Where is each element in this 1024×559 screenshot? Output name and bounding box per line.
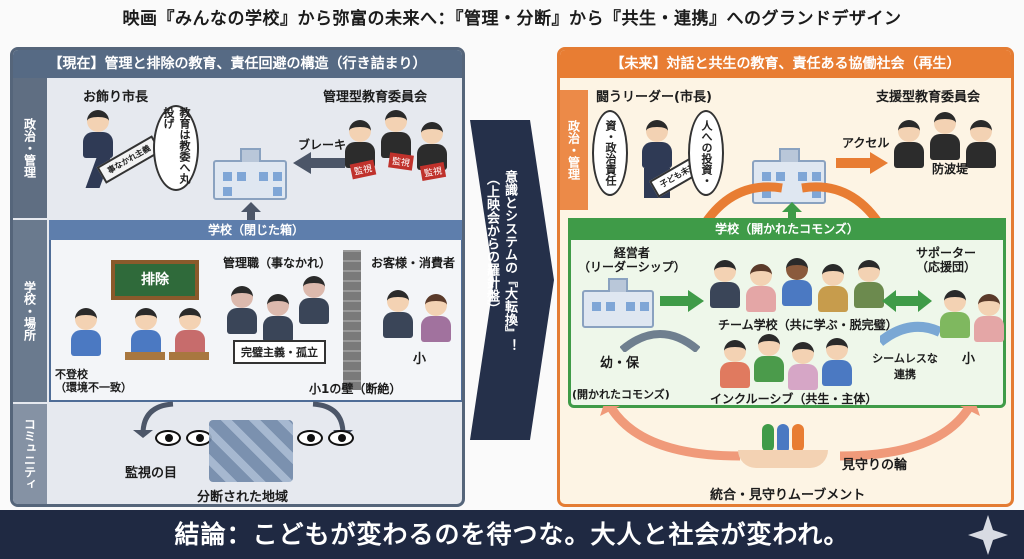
team-school-label: チーム学校（共に学ぶ・脱完璧）: [718, 318, 898, 332]
running-mayor-figure: [83, 110, 113, 188]
manager-label: 管理職（事なかれ）: [223, 256, 332, 270]
side-label-governance-future: 政治・管理: [560, 90, 588, 210]
supporter-figure-1: [940, 290, 970, 338]
green-up-arrow-icon: [782, 202, 802, 220]
control-board-label: 管理型教育委員会: [323, 90, 428, 105]
closed-school-building-icon: [213, 148, 287, 200]
current-header: 【現在】管理と排除の教育、責任回避の構造（行き詰まり）: [13, 50, 462, 78]
accelerator-label: アクセル: [842, 136, 890, 150]
transformation-subtext: （上映会からの羅針盤）: [484, 172, 499, 315]
side-community-text: コミュニティ: [22, 418, 37, 490]
future-header: 【未来】対話と共生の教育、責任ある協働社会（再生）: [560, 50, 1011, 78]
brake-arrow-icon: [293, 152, 345, 174]
open-commons-label: (開かれたコモンズ): [572, 388, 670, 401]
support-member-1: [894, 120, 924, 168]
perfectionism-tag: 完璧主義・孤立: [233, 340, 326, 364]
mayor-speech-text: 教育は教委へ丸投げ: [162, 107, 191, 184]
child-figure-2: [754, 334, 784, 382]
integration-movement-label: 統合・見守りムーブメント: [710, 488, 866, 503]
transformation-text: 意識とシステムの『大転換』！: [502, 170, 517, 352]
breakwater-label: 防波堤: [932, 162, 969, 176]
supporter-double-arrow-icon: [882, 290, 932, 312]
watching-eyes-right-icon: [297, 430, 357, 454]
future-panel: 【未来】対話と共生の教育、責任ある協働社会（再生） 政治・管理 闘うリーダー(市…: [557, 47, 1014, 507]
brick-wall: [343, 250, 361, 390]
leader-label: 闘うリーダー(市長): [596, 90, 712, 105]
brake-label: ブレーキ: [298, 138, 347, 152]
desk-1: [125, 352, 165, 360]
side-governance-text: 政治・管理: [22, 118, 37, 178]
sho-label-right: 小: [962, 352, 976, 367]
side-governance-future-text: 政治・管理: [566, 120, 581, 180]
side-label-community: コミュニティ: [13, 404, 47, 504]
leader-bubble-right: 人への投資・: [688, 110, 724, 196]
board-member-2: [381, 110, 411, 158]
sho-label-left: 小: [413, 352, 427, 367]
team-member-5: [854, 260, 884, 308]
team-arrow-icon: [660, 290, 704, 312]
leader-bubble-right-text: 人への投資・: [700, 120, 713, 186]
current-panel: 【現在】管理と排除の教育、責任回避の構造（行き詰まり） 政治・管理 学校・場所 …: [10, 47, 465, 507]
futoko-label: 不登校 （環境不一致）: [55, 368, 132, 394]
customer-label: お客様・消費者: [371, 256, 456, 270]
bridge-icon: [620, 330, 700, 352]
child-figure-3: [822, 338, 852, 386]
surveillance-stamp-1: 監視: [349, 159, 377, 180]
wheelchair-child-figure: [788, 342, 818, 390]
up-arrow-icon: [241, 202, 261, 220]
child-figure-1: [720, 340, 750, 388]
watch-circle-label: 見守りの輪: [842, 458, 908, 473]
page-title: 映画『みんなの学校』から弥富の未来へ：『管理・分断』から『共生・連携』へのグラン…: [122, 9, 902, 29]
parent-figure-2: [421, 294, 451, 342]
surveillance-stamp-3: 監視: [419, 162, 447, 181]
conclusion-bar: 結論：こどもが変わるのを待つな。大人と社会が変われ。: [0, 510, 1024, 559]
student-figure-2: [175, 308, 205, 356]
side-label-governance: 政治・管理: [13, 78, 47, 218]
stressed-teacher-2: [263, 294, 293, 342]
accelerator-arrow-icon: [836, 152, 888, 174]
transformation-arrow-icon: [470, 120, 554, 440]
supporter-figure-2: [974, 294, 1004, 342]
open-school-building-icon: [752, 148, 826, 204]
sparkle-icon: [968, 515, 1008, 555]
manager-leadership-label: 経営者 （リーダーシップ）: [578, 246, 686, 274]
fragmented-community-tiles: [209, 420, 293, 482]
leader-bubble-left: 資・政治責任: [592, 110, 628, 196]
team-member-3: [782, 258, 812, 306]
mayor-speech-bubble: 教育は教委へ丸投げ: [153, 105, 199, 191]
support-member-3: [966, 120, 996, 168]
stressed-teacher-1: [227, 286, 257, 334]
support-board-label: 支援型教育委員会: [876, 90, 981, 105]
team-member-4: [818, 264, 848, 312]
side-label-school: 学校・場所: [13, 220, 47, 402]
leader-bubble-left-text: 資・政治責任: [604, 120, 617, 186]
mayor-label: お飾り市長: [83, 90, 149, 105]
seamless-road-icon: [880, 321, 940, 346]
surveillance-eyes-label: 監視の目: [125, 466, 178, 481]
watching-eyes-left-icon: [155, 430, 215, 454]
stressed-teacher-3: [299, 276, 329, 324]
kindergarten-label: 幼・保: [600, 356, 640, 371]
desk-2: [169, 352, 209, 360]
supporter-label: サポーター （応援団）: [916, 246, 977, 274]
watch-circle-arrows-icon: [600, 406, 980, 461]
team-member-2: [746, 264, 776, 312]
seamless-link-label: シームレスな連携: [872, 352, 938, 381]
manager-school-building-icon: [582, 278, 654, 328]
blackboard-exclusion: 排除: [111, 260, 199, 300]
parent-figure-1: [383, 290, 413, 338]
team-member-1: [710, 260, 740, 308]
student-figure-1: [131, 308, 161, 356]
community-hands-icon: [738, 418, 828, 470]
closed-school-header: 学校（閉じた箱）: [49, 220, 462, 240]
open-commons-header: 学校（開かれたコモンズ）: [568, 218, 1006, 240]
divided-community-label: 分断された地域: [197, 490, 289, 505]
futoko-child-figure: [71, 308, 101, 356]
inclusive-label: インクルーシブ（共生・主体）: [710, 392, 878, 406]
first-grade-wall-label: 小1の壁（断絶）: [309, 382, 402, 396]
support-member-2: [930, 112, 960, 160]
surveillance-stamp-2: 監視: [388, 152, 414, 171]
side-school-text: 学校・場所: [22, 281, 37, 341]
